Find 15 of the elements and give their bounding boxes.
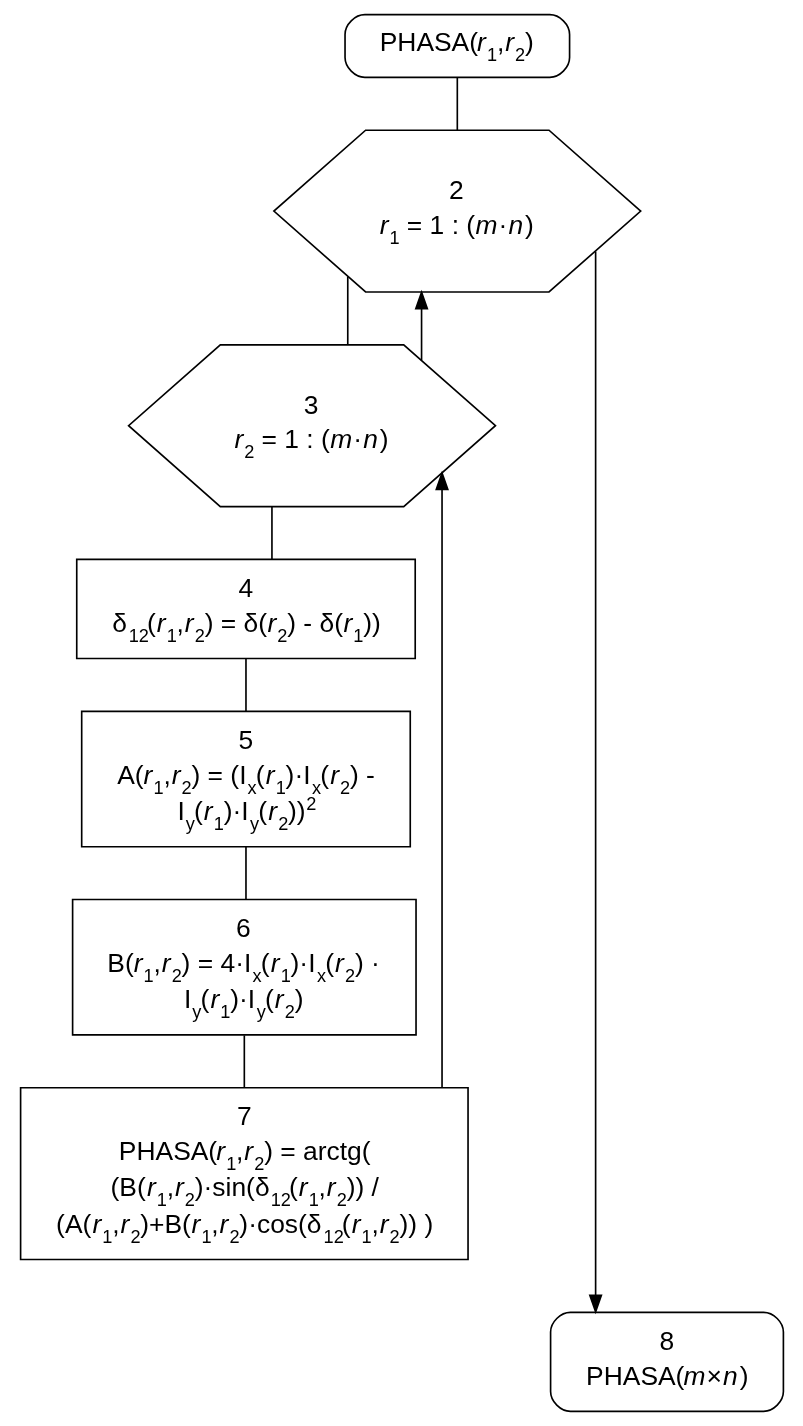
node-box: 8 PHASA(m×n) (549, 1311, 784, 1413)
arrow (588, 250, 603, 1315)
node-box: 6 B(r$_{1}$,r$_{2}$) = 4·I$_{x}$(r$_{1}$)·I$_{x}$(r$_{2}$) · I$_{y}$(r$_{1}$)·I$_{y}$(r$_{2}$) (71, 898, 417, 1036)
connector (243, 1034, 245, 1089)
connector (270, 505, 273, 560)
connector (456, 77, 458, 131)
arrow (414, 289, 428, 361)
node-box: 4 δ$_{12}$(r$_{1}$,r$_{2}$) = δ(r$_{2}$) - δ(r$_{1}$)) (75, 558, 416, 660)
node-box: 7 PHASA(r$_{1}$,r$_{2}$) = arctg( (B(r$_{1}$,r$_{2}$)·sin(δ$_{12}$(r$_{1}$,r$_{2}$)) / (A(r$_{1}$,r$_{2}$)+B(r$_{1}$,r$_{2}$)·cos(δ$_{12}$(r$_{1}$,r$_{2}$)) ) (19, 1086, 469, 1261)
connector (346, 275, 349, 346)
connector (244, 846, 247, 901)
node-box: 5 A(r$_{1}$,r$_{2}$) = (I$_{x}$(r$_{1}$)·I$_{x}$(r$_{2}$) - I$_{y}$(r$_{1}$)·I$_{y}$(r$_{2}$))$^{2}$ (80, 710, 411, 848)
node-box: PHASA(r$_{1}$,r$_{2}$) (343, 13, 570, 79)
arrow (434, 470, 449, 1088)
connector (244, 657, 247, 713)
